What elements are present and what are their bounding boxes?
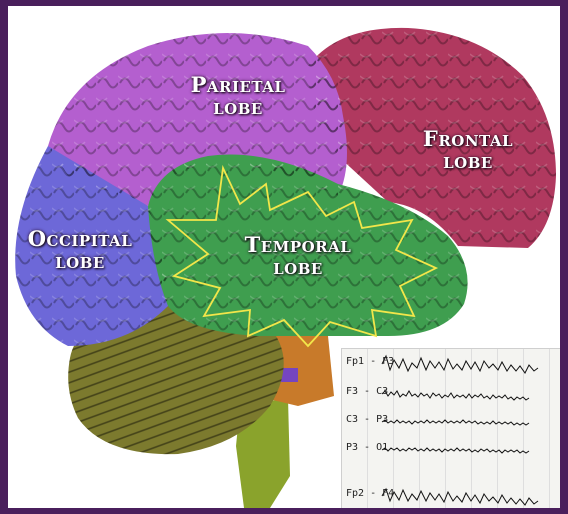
eeg-channel: C3 - P3 xyxy=(342,409,560,435)
eeg-channel: P3 - O1 xyxy=(342,437,560,463)
eeg-channel: Fp1 - F3 xyxy=(342,351,560,377)
eeg-trace-panel: Fp1 - F3 F3 - C3 C3 - P3 P3 - O1 Fp2 - F… xyxy=(341,348,560,508)
eeg-channel-label: Fp1 - F3 xyxy=(346,356,394,367)
eeg-waveform xyxy=(382,448,529,453)
occipital-lobe-label: Occipital lobe xyxy=(10,228,150,272)
eeg-waveform xyxy=(382,391,529,400)
eeg-channel-label: Fp2 - F4 xyxy=(346,488,394,499)
eeg-channel-label: C3 - P3 xyxy=(346,414,388,425)
brain-illustration: Parietal lobe Frontal lobe Occipital lob… xyxy=(8,6,560,508)
temporal-lobe-label: Temporal lobe xyxy=(233,234,363,278)
eeg-waveform xyxy=(382,489,538,505)
eeg-channel: Fp2 - F4 xyxy=(342,483,560,508)
eeg-waveform xyxy=(382,356,538,373)
eeg-channel-label: P3 - O1 xyxy=(346,442,388,453)
eeg-waveform xyxy=(382,420,529,425)
eeg-channel-label: F3 - C3 xyxy=(346,386,388,397)
parietal-lobe-label: Parietal lobe xyxy=(178,74,298,118)
frontal-lobe-label: Frontal lobe xyxy=(403,128,533,172)
eeg-channel: F3 - C3 xyxy=(342,381,560,407)
